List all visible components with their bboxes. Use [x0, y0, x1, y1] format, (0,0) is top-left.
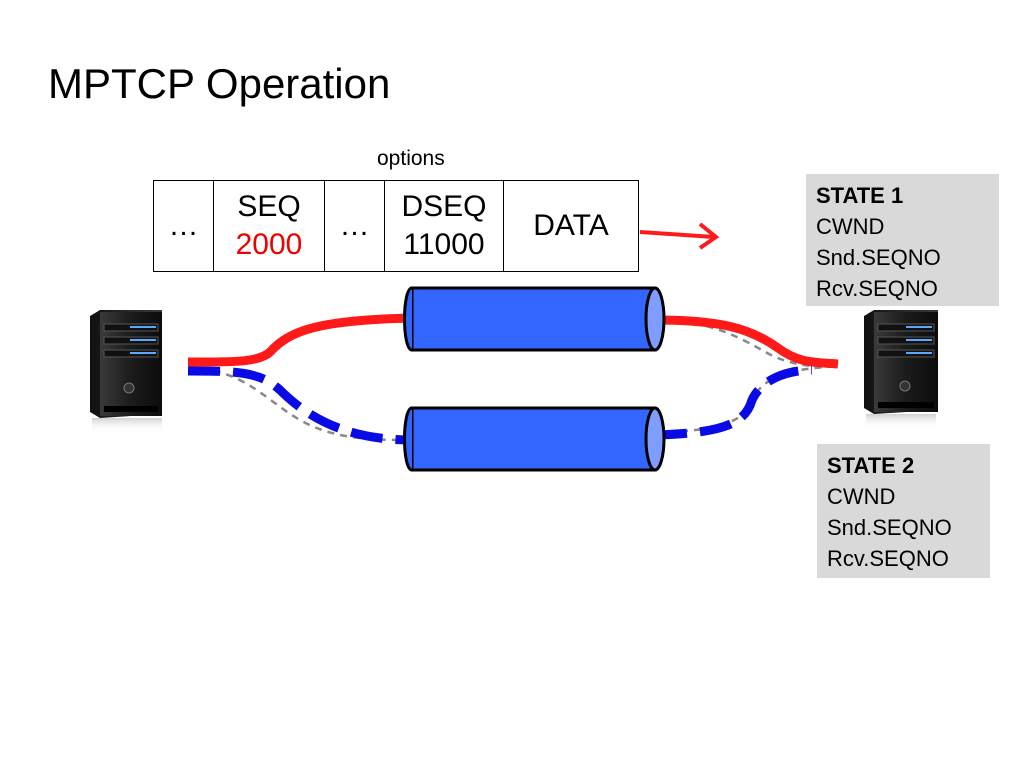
state-title: STATE 2: [827, 453, 915, 478]
seq-value: 2000: [235, 228, 303, 261]
state-box-2: STATE 2 CWND Snd.SEQNO Rcv.SEQNO: [817, 444, 990, 578]
packet-cell-dseq: DSEQ 11000: [385, 181, 504, 271]
server-tower-icon: [864, 310, 938, 428]
slide-title: MPTCP Operation: [48, 60, 391, 107]
state-line-cwnd: CWND: [816, 214, 885, 239]
packet-cell-seq: SEQ 2000: [214, 181, 325, 271]
state-title: STATE 1: [816, 183, 904, 208]
send-arrow: [639, 222, 720, 250]
seq-label: SEQ: [237, 190, 301, 223]
dseq-label: DSEQ: [401, 190, 487, 223]
packet-cell-ellipsis-2: …: [325, 181, 385, 271]
dseq-value: 11000: [403, 228, 485, 261]
state-line-cwnd: CWND: [827, 484, 896, 509]
state-line-snd-seqno: Snd.SEQNO: [816, 245, 941, 270]
packet-header: … SEQ 2000 … DSEQ 11000 DATA: [153, 180, 639, 272]
options-label: options: [377, 147, 445, 170]
packet-cell-data: DATA: [504, 181, 638, 271]
path2-line: [187, 365, 813, 445]
state-line-snd-seqno: Snd.SEQNO: [827, 515, 952, 540]
state-line-rcv-seqno: Rcv.SEQNO: [827, 546, 949, 571]
path1-line: [187, 313, 839, 369]
tunnel-pipe-1: [403, 286, 666, 352]
tunnel-pipe-2: [403, 406, 666, 472]
state-line-rcv-seqno: Rcv.SEQNO: [816, 276, 938, 301]
state-box-1: STATE 1 CWND Snd.SEQNO Rcv.SEQNO: [806, 174, 999, 306]
server-tower-icon: [90, 310, 162, 432]
ellipsis-text: …: [339, 209, 370, 242]
packet-cell-ellipsis-1: …: [154, 181, 214, 271]
ellipsis-text: …: [168, 209, 199, 242]
data-label: DATA: [533, 209, 609, 242]
